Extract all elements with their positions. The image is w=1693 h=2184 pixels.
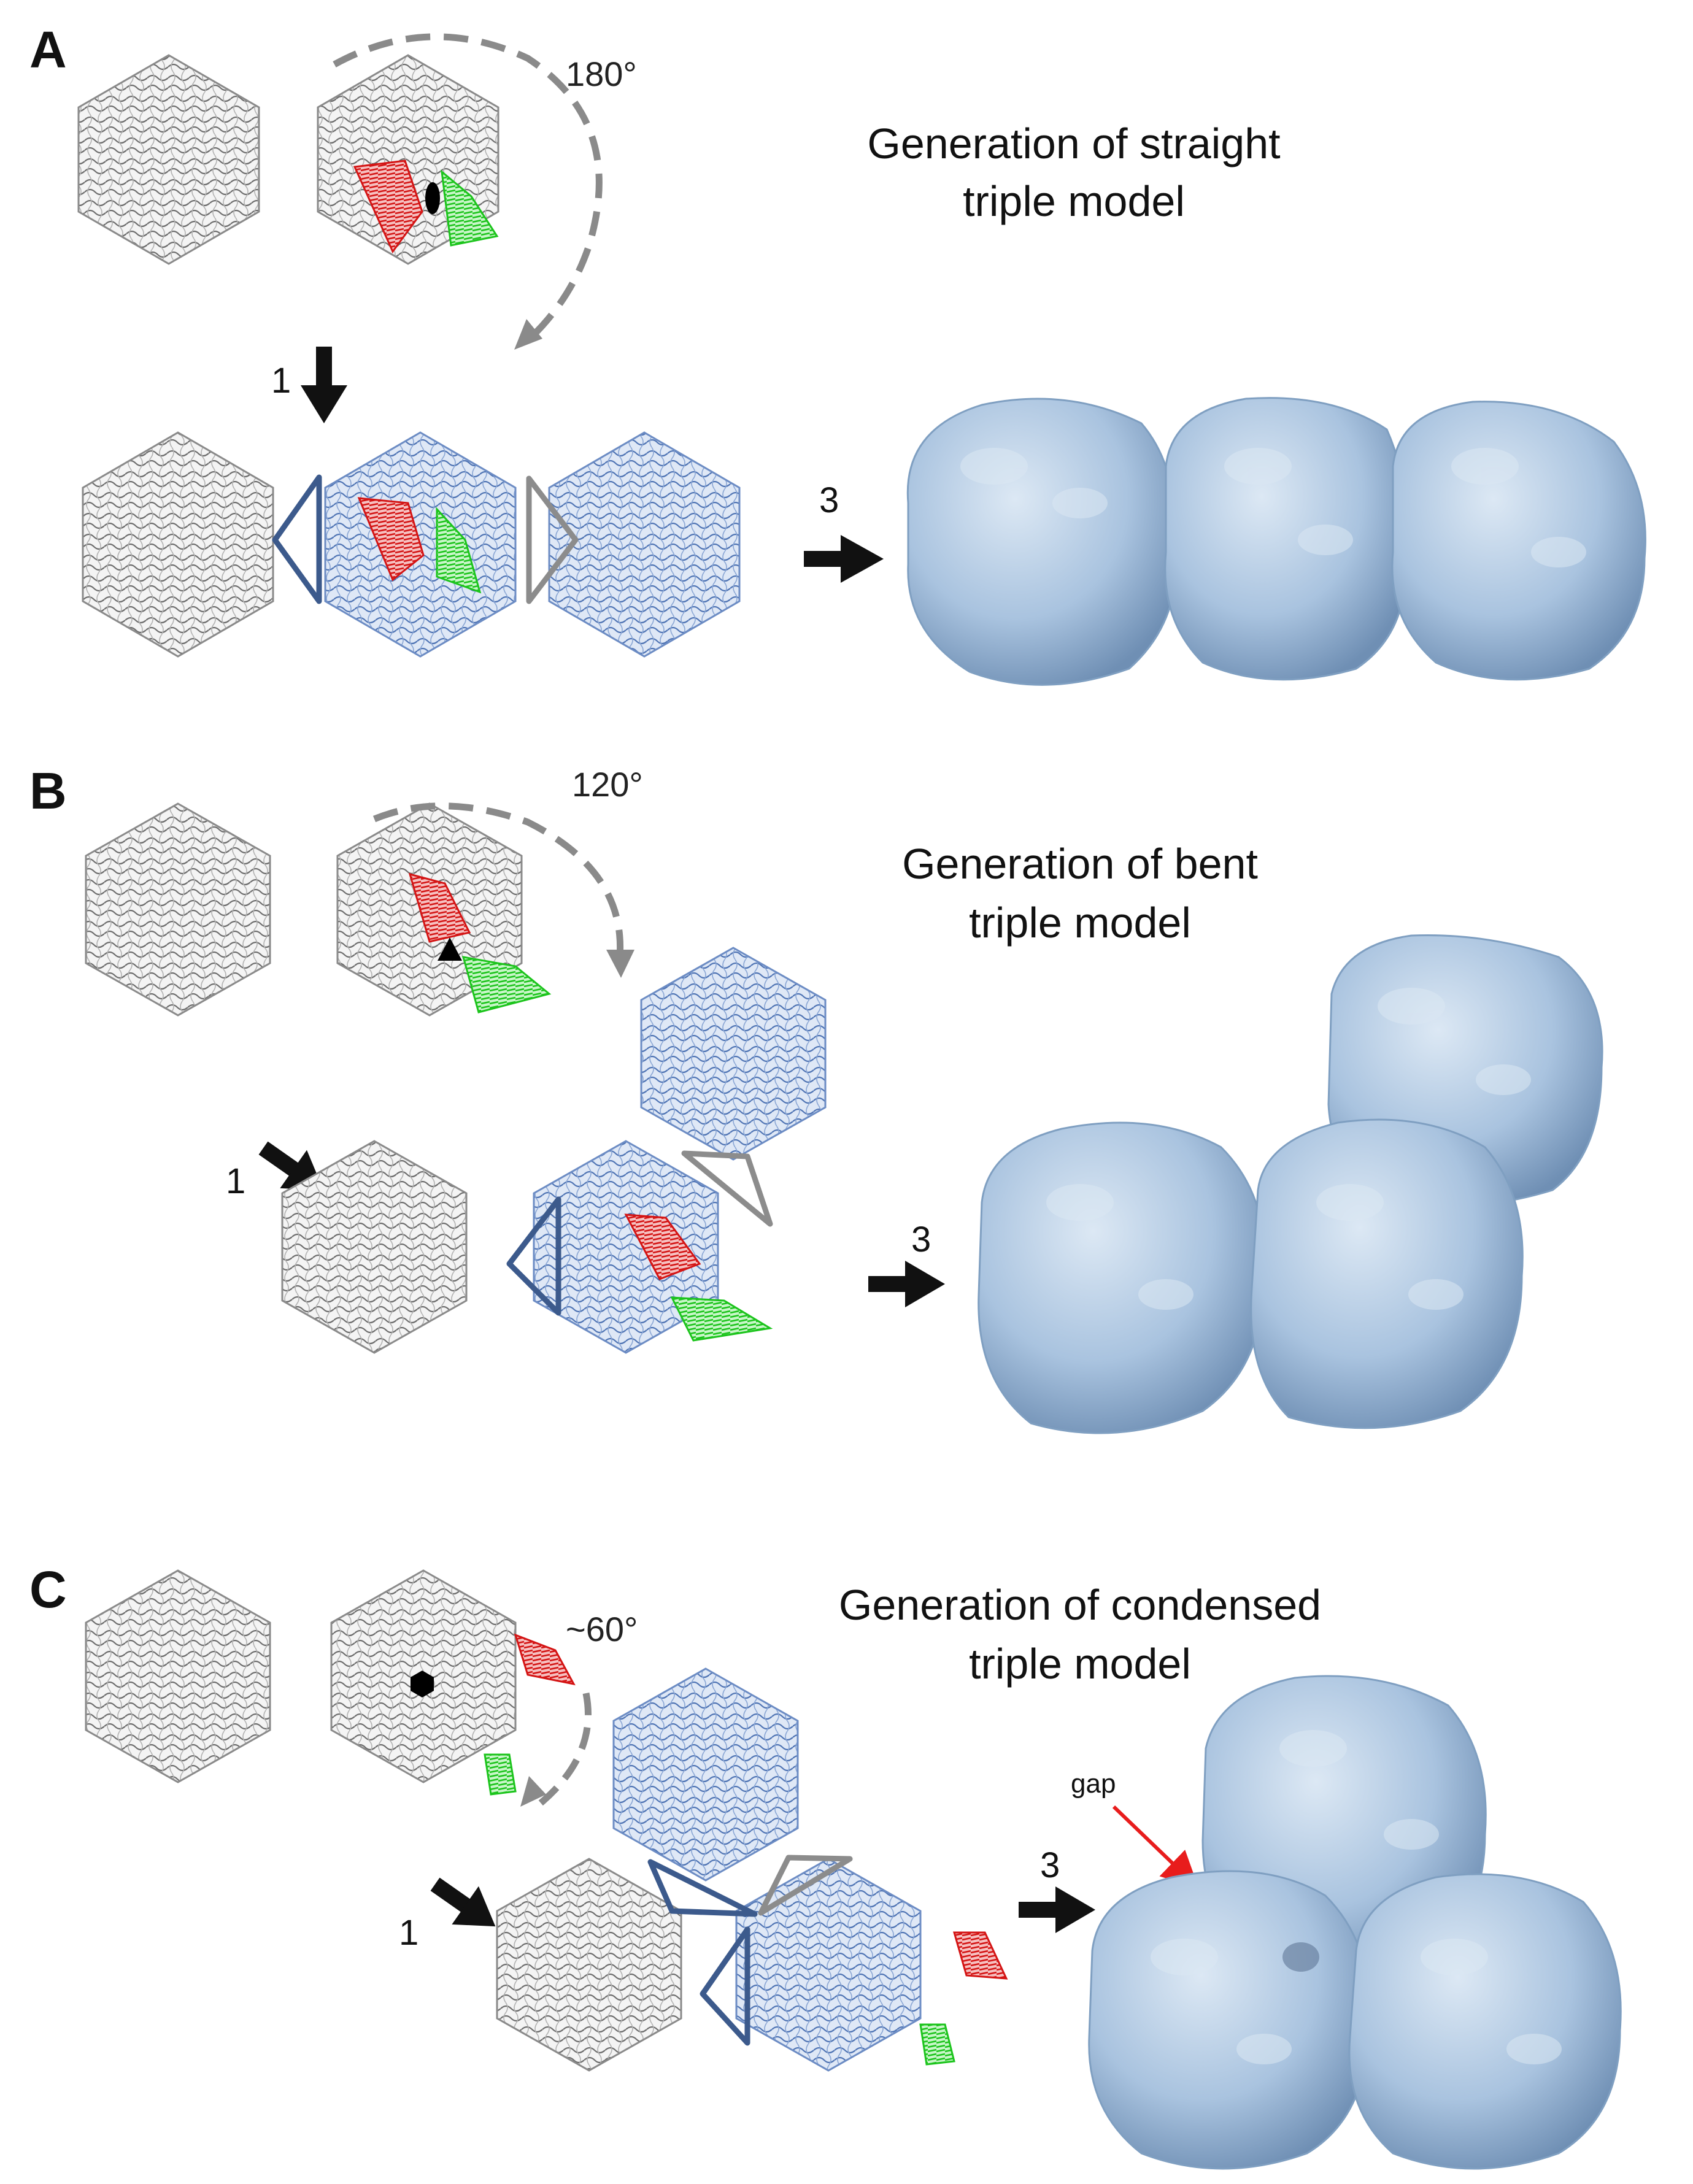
grey-triangle-marker — [758, 1855, 853, 1916]
surface-lobe-2 — [1164, 397, 1408, 681]
rotation-arrow-60 — [538, 1692, 592, 1807]
grey-molecule-left — [77, 54, 260, 265]
panel-a-angle: 180° — [566, 55, 637, 93]
red-subunit — [624, 1213, 701, 1280]
red-subunit — [357, 497, 425, 582]
blue-molecule-right — [548, 431, 741, 658]
green-subunit — [484, 1753, 517, 1796]
green-subunit — [670, 1296, 773, 1342]
rotation-arrowhead — [520, 1776, 546, 1807]
panel-a-step1-arrow — [301, 347, 347, 423]
panel-a-step3-label: 3 — [819, 480, 839, 520]
panel-a-surface-model — [906, 397, 1646, 686]
panel-c-surface-model — [1088, 1675, 1622, 2170]
surface-lobe-3 — [1391, 401, 1646, 681]
red-subunit — [353, 160, 423, 253]
surface-highlights — [960, 448, 1586, 567]
panel-b-angle: 120° — [572, 765, 643, 804]
grey-triangle-marker — [681, 1150, 773, 1227]
panel-b: B 120° Generation of bent triple model 1 — [29, 762, 1603, 1434]
surface-lobe-right — [1250, 1118, 1524, 1429]
rotation-arrowhead — [514, 319, 542, 350]
two-fold-axis-symbol — [425, 182, 440, 214]
panel-b-step3-arrow — [868, 1261, 945, 1307]
three-fold-axis-symbol — [438, 937, 462, 961]
panel-a-triple-ribbon — [82, 431, 741, 658]
surface-lobe-1 — [906, 398, 1178, 686]
surface-lobe-left — [978, 1121, 1266, 1434]
central-gap — [1282, 1942, 1319, 1972]
gap-pointer-arrow — [1112, 1805, 1199, 1889]
panel-a-step1-label: 1 — [271, 361, 291, 401]
panel-b-step1-label: 1 — [226, 1161, 245, 1201]
panel-c-heading-line1: Generation of condensed — [839, 1581, 1321, 1629]
panel-c-step1-arrow — [430, 1877, 496, 1927]
panel-a-top-dimer — [77, 54, 499, 265]
surface-highlights — [1151, 1730, 1562, 2064]
panel-b-surface-model — [978, 934, 1603, 1434]
panel-a-heading-line1: Generation of straight — [867, 120, 1280, 167]
panel-b-letter: B — [29, 762, 67, 820]
green-subunit — [919, 2023, 955, 2066]
panel-c-gap-label: gap — [1071, 1769, 1116, 1799]
panel-b-step3-label: 3 — [911, 1220, 931, 1259]
grey-molecule — [496, 1858, 682, 2072]
panel-c-triple-ribbon — [496, 1667, 1008, 2072]
blue-molecule-top — [612, 1667, 799, 1882]
rotation-arrowhead — [606, 950, 634, 978]
blue-molecule-center — [533, 1140, 719, 1354]
panel-c-step3-label: 3 — [1040, 1845, 1060, 1885]
blue-triangle-marker-upper — [647, 1859, 758, 1917]
grey-molecule-left — [85, 1569, 271, 1783]
six-fold-axis-symbol — [411, 1671, 434, 1698]
surface-highlights — [1046, 988, 1531, 1310]
grey-molecule-left — [85, 802, 271, 1017]
panel-b-heading-line2: triple model — [969, 899, 1191, 947]
panel-a: A 180° Generation of straight triple mod… — [29, 21, 1646, 686]
panel-c-step3-arrow — [1019, 1886, 1095, 1933]
green-subunit — [436, 507, 482, 594]
red-subunit — [408, 872, 471, 943]
panel-c-step1-label: 1 — [399, 1913, 418, 1953]
panel-b-heading-line1: Generation of bent — [902, 840, 1258, 888]
blue-triangle-marker — [272, 474, 322, 604]
grey-molecule — [82, 431, 274, 658]
blue-molecule-right — [735, 1858, 922, 2072]
surface-lobe-left — [1088, 1870, 1370, 2170]
red-subunit — [953, 1931, 1008, 1980]
panel-a-letter: A — [29, 21, 67, 79]
panel-a-step3-arrow — [804, 535, 884, 583]
red-subunit — [514, 1633, 576, 1686]
green-subunit — [461, 956, 552, 1013]
green-subunit — [441, 169, 499, 247]
grey-molecule — [281, 1140, 468, 1354]
panel-c-heading-line2: triple model — [969, 1640, 1191, 1688]
rotation-arrow-180 — [333, 33, 603, 344]
surface-lobe-right — [1348, 1873, 1622, 2170]
panel-c: C ~60° Generation of condensed triple mo… — [29, 1561, 1622, 2170]
blue-molecule-top — [640, 947, 827, 1161]
blue-triangle-marker — [506, 1196, 561, 1316]
panel-c-angle: ~60° — [566, 1610, 638, 1648]
rotation-arrow-120 — [372, 802, 624, 958]
grey-triangle-marker — [526, 475, 579, 604]
panel-b-top-dimer — [85, 802, 552, 1017]
panel-b-triple-ribbon — [281, 947, 827, 1354]
panel-c-top-dimer — [85, 1569, 576, 1796]
panel-a-heading-line2: triple model — [963, 177, 1185, 225]
blue-triangle-marker-lower — [700, 1926, 750, 2046]
panel-c-letter: C — [29, 1561, 67, 1618]
